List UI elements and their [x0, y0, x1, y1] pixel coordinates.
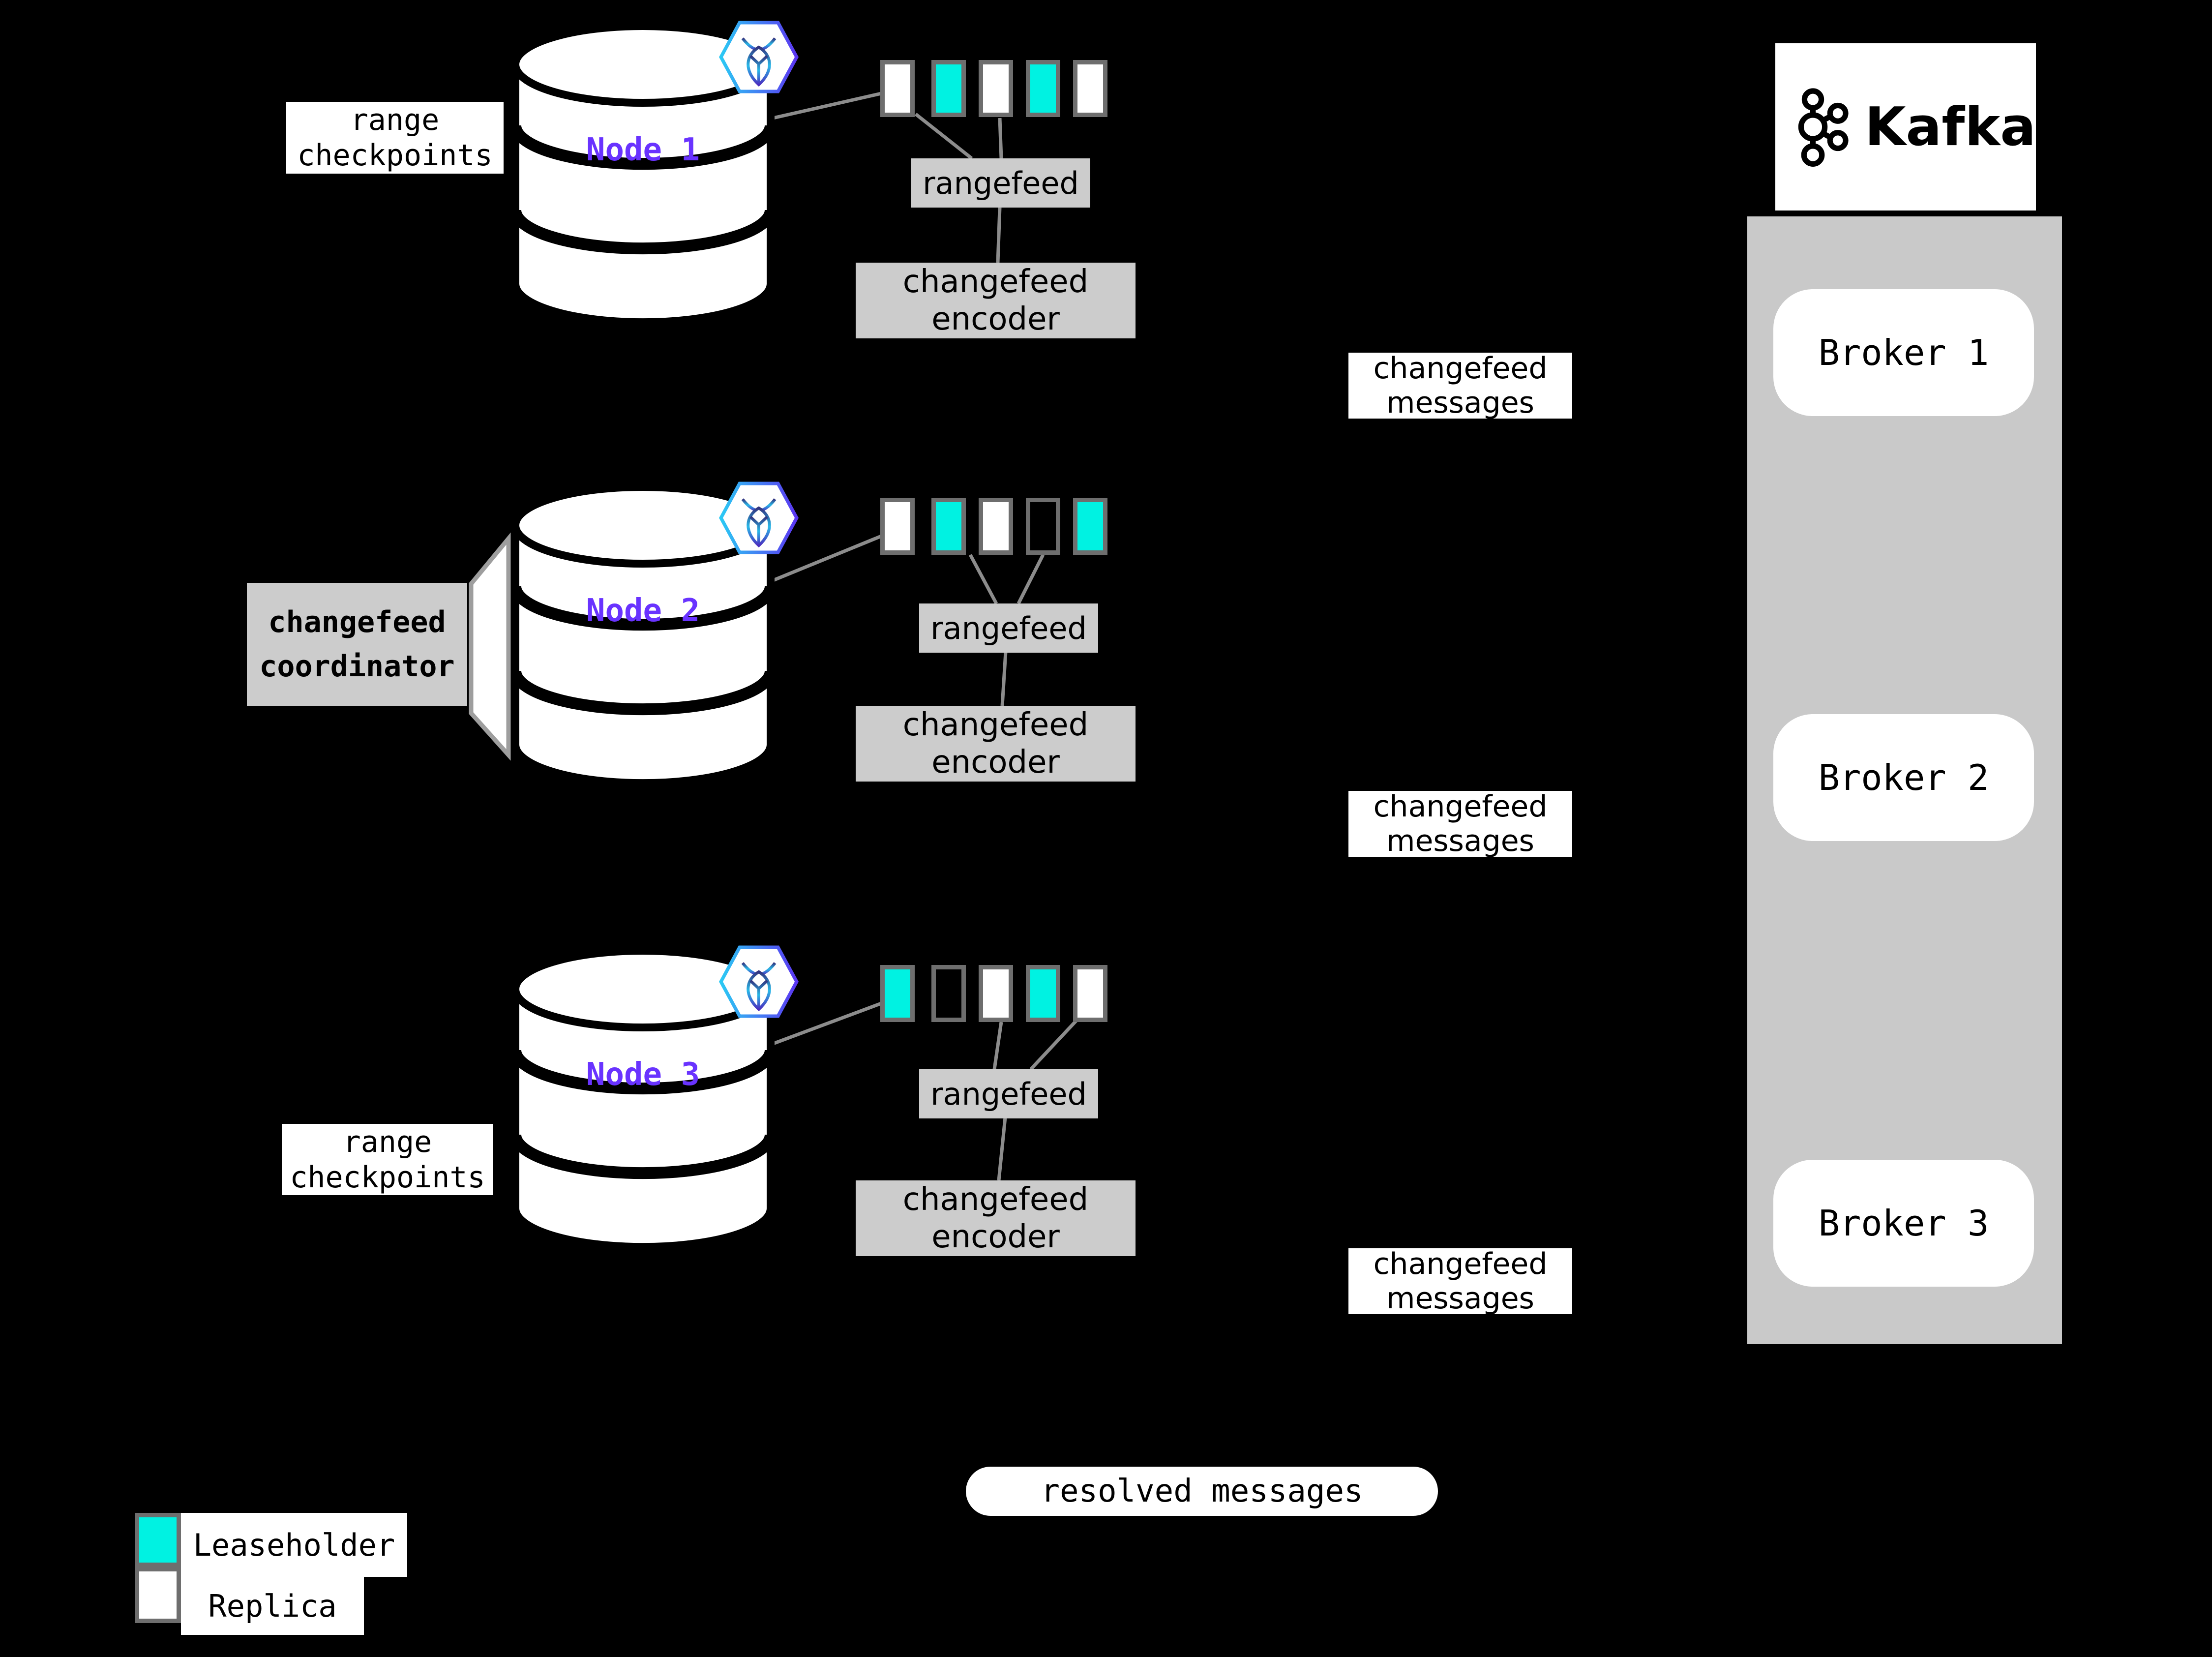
line-range-to-rangefeed-1b [998, 118, 1003, 159]
line-rangefeed-to-encoder-2 [1000, 651, 1008, 706]
cockroachdb-icon [719, 482, 799, 554]
node1-changefeed-encoder-box: changefeed encoder [856, 263, 1136, 338]
node1-changefeed-messages-label: changefeed messages [1348, 351, 1572, 420]
kafka-icon [1798, 88, 1849, 167]
node3-range-square-2 [931, 965, 966, 1022]
node1-range-square-1 [880, 60, 915, 117]
line-rangefeed-to-encoder-3 [997, 1117, 1007, 1181]
node2-range-square-2 [931, 498, 966, 555]
node1-range-square-2 [931, 60, 966, 117]
node3-range-square-1 [880, 965, 915, 1022]
node2-label: Node 2 [586, 593, 700, 629]
line-node3-to-range [772, 1001, 882, 1046]
line-range-to-rangefeed-3b [1029, 1013, 1084, 1071]
node1-label: Node 1 [586, 132, 700, 168]
line-range-to-rangefeed-2b [1016, 554, 1045, 604]
node1-cylinder [511, 22, 775, 327]
cockroachdb-icon [719, 21, 799, 93]
node2-rangefeed-box: rangefeed [919, 603, 1098, 653]
line-range-to-rangefeed-2a [968, 554, 998, 604]
node2-range-square-3 [979, 498, 1013, 555]
kafka-wordmark: Kafka [1864, 96, 2036, 158]
node2-cylinder [511, 483, 775, 787]
legend-replica-label: Replica [181, 1577, 364, 1635]
node3-range-square-3 [979, 965, 1013, 1022]
node1-range-square-5 [1073, 60, 1107, 117]
changefeed-coordinator-box: changefeed coordinator [247, 583, 467, 706]
node2-range-square-1 [880, 498, 915, 555]
broker-1: Broker 1 [1773, 289, 2034, 416]
broker-3: Broker 3 [1773, 1160, 2034, 1287]
node3-range-square-5 [1073, 965, 1107, 1022]
coordinator-flag [469, 532, 511, 761]
resolved-messages-pill: resolved messages [966, 1467, 1438, 1516]
line-node1-to-range [773, 91, 882, 120]
kafka-logo-box: Kafka [1775, 43, 2036, 211]
node3-rangefeed-box: rangefeed [919, 1069, 1098, 1118]
node2-range-square-4 [1026, 498, 1060, 555]
legend-leaseholder-swatch [135, 1513, 181, 1567]
legend-leaseholder-label: Leaseholder [181, 1513, 407, 1577]
line-range-to-rangefeed-1a [914, 113, 973, 160]
line-range-to-rangefeed-3a [992, 1022, 1003, 1070]
broker-2: Broker 2 [1773, 714, 2034, 841]
node3-label: Node 3 [586, 1056, 700, 1093]
node1-range-square-3 [979, 60, 1013, 117]
node3-changefeed-encoder-box: changefeed encoder [856, 1180, 1136, 1256]
node3-range-square-4 [1026, 965, 1060, 1022]
node2-changefeed-encoder-box: changefeed encoder [856, 706, 1136, 782]
cockroachdb-icon [719, 945, 799, 1018]
node2-range-square-5 [1073, 498, 1107, 555]
legend-replica-swatch [135, 1567, 181, 1623]
node3-cylinder [511, 947, 775, 1251]
line-node2-to-range [772, 534, 882, 582]
range-checkpoints-label-bottom: range checkpoints [282, 1124, 493, 1195]
node1-rangefeed-box: rangefeed [911, 158, 1090, 208]
node2-changefeed-messages-label: changefeed messages [1348, 789, 1572, 858]
node1-range-square-4 [1026, 60, 1060, 117]
range-checkpoints-label-top: range checkpoints [286, 102, 504, 174]
node3-changefeed-messages-label: changefeed messages [1348, 1247, 1572, 1316]
line-rangefeed-to-encoder-1 [996, 207, 1002, 263]
